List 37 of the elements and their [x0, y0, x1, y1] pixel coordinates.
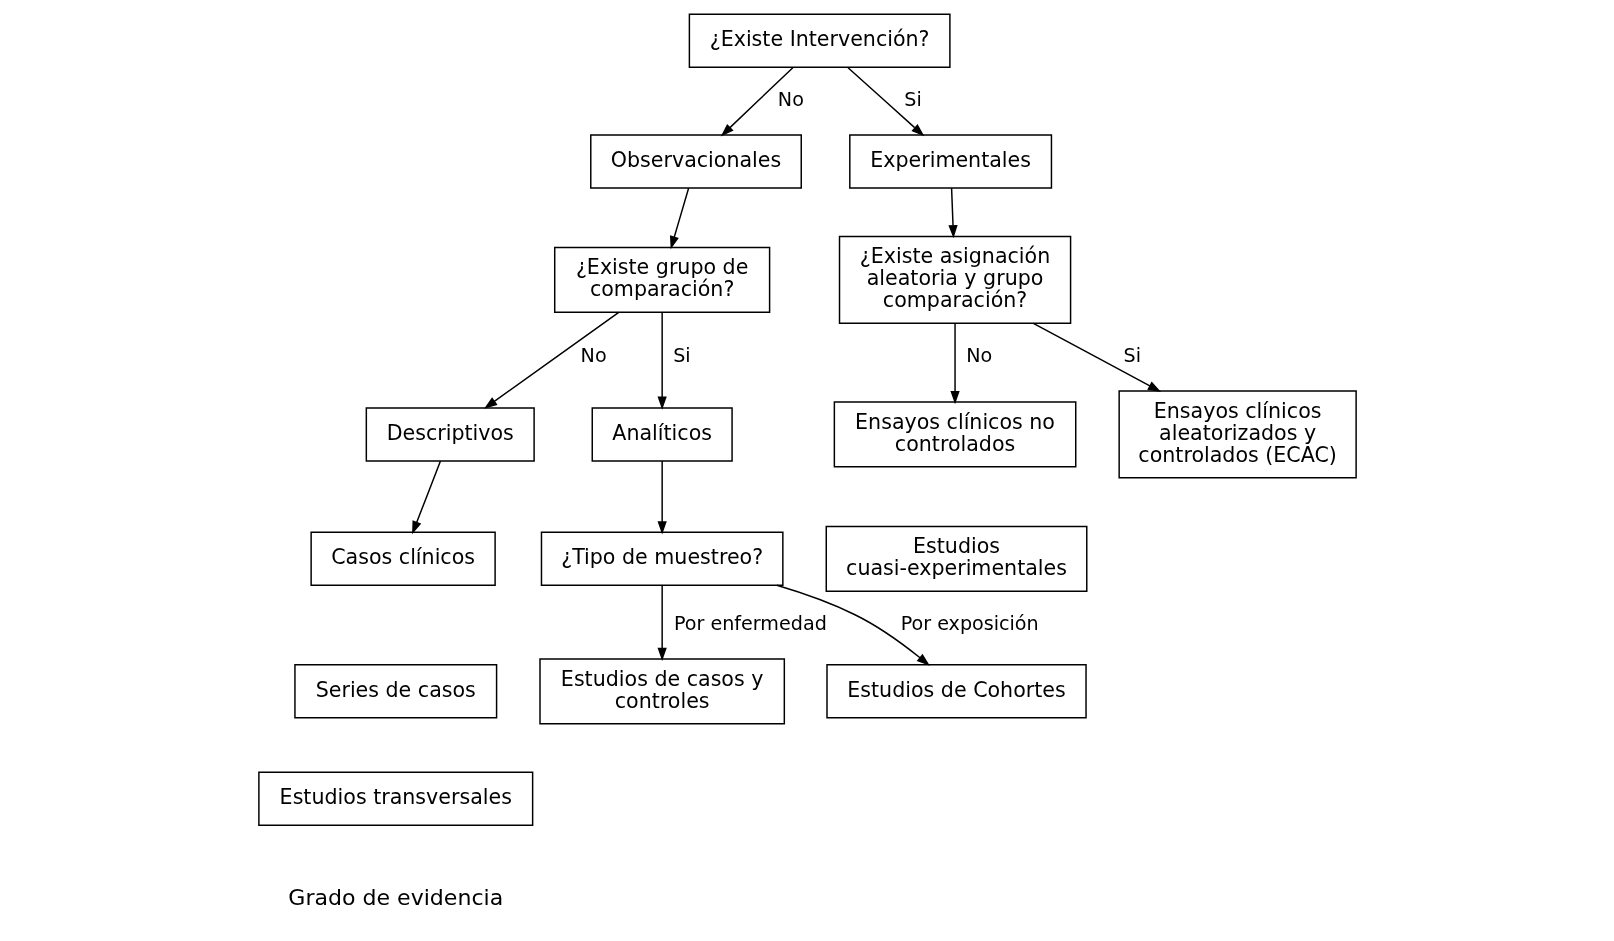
- node-box: Observacionales: [589, 134, 802, 189]
- node-box: Descriptivos: [365, 407, 535, 462]
- arrow: [483, 311, 619, 409]
- edge-label: Si: [903, 88, 922, 112]
- node-box: Series de casos: [293, 664, 497, 719]
- arrow: [657, 460, 667, 535]
- node-box: Casos clínicos: [309, 531, 496, 587]
- label: Grado de evidencia: [287, 885, 503, 911]
- node-box: ¿Tipo de muestreo?: [540, 531, 784, 587]
- arrow: [657, 585, 667, 661]
- node-box: Ensayos clínicos aleatorizados y controlados (ECAC): [1117, 390, 1357, 479]
- node-box: Experimentales: [848, 134, 1052, 189]
- edge-label: Por enfermedad: [673, 612, 827, 636]
- arrow: [846, 67, 924, 137]
- node-box: Estudios de Cohortes: [825, 664, 1087, 719]
- node-box: ¿Existe grupo de comparación?: [553, 246, 770, 313]
- node-box: ¿Existe Intervención?: [688, 13, 951, 68]
- arrow: [411, 460, 441, 535]
- edge-label: No: [580, 344, 607, 368]
- arrow: [720, 67, 794, 137]
- edge-label: Por exposición: [900, 612, 1039, 636]
- arrow: [949, 322, 960, 405]
- arrow: [775, 584, 930, 666]
- arrow: [669, 187, 689, 250]
- node-box: Estudios de casos y controles: [538, 658, 785, 725]
- edge-label: No: [965, 344, 992, 368]
- arrow: [947, 187, 958, 239]
- edge-label: No: [777, 88, 804, 112]
- node-box: Analíticos: [591, 407, 733, 462]
- node-box: Estudios cuasi-experimentales: [825, 525, 1087, 592]
- node-box: Estudios transversales: [257, 771, 533, 826]
- arrow: [657, 312, 667, 410]
- node-box: ¿Existe asignación aleatoria y grupo comparación?: [838, 235, 1071, 325]
- edge-label: Si: [1123, 344, 1141, 368]
- arrow: [1032, 322, 1161, 392]
- node-box: Ensayos clínicos no controlados: [833, 401, 1076, 468]
- edge-label: Si: [672, 344, 691, 368]
